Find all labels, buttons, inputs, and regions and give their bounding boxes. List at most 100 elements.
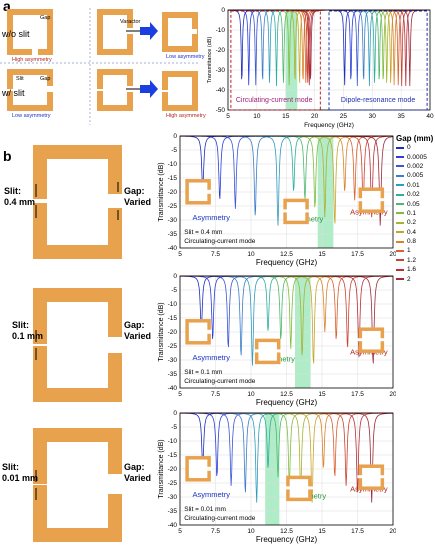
y-tick-label: -10 [168,161,178,168]
ring-icon-right-gap2 [378,198,386,202]
legend-entry: 2 [396,274,435,283]
legend-swatch [396,156,404,159]
x-tick-label: 5 [178,251,182,258]
note-mode: Circulating-current mode [184,238,256,245]
x-tick-label: 40 [426,113,434,120]
x-tick-label: 20 [389,251,396,258]
ring-icon-left-gap [205,466,213,471]
plot-frame [179,412,394,526]
x-tick-label: 15 [318,391,326,398]
y-tick-label: -50 [216,107,226,114]
x-tick-label: 35 [398,113,406,120]
y-tick-label: -15 [168,452,178,459]
ring-icon-left-gap [205,189,213,194]
legend-swatch [396,174,404,177]
legend-swatch [396,259,404,262]
legend-swatch [396,231,404,234]
y-tick-label: -15 [168,175,178,182]
y-axis-label: Transmittance (dB) [207,37,213,84]
legend-label: 0.02 [407,191,420,199]
caption-high-asymmetry: High asymmetry [12,57,52,63]
y-tick-label: -5 [171,287,177,294]
x-tick-label: 10 [247,391,255,398]
legend-entry: 0.4 [396,228,435,237]
panel-a-letter: a [3,0,11,14]
y-tick-label: -40 [168,385,178,392]
y-tick-label: -30 [168,357,178,364]
x-tick-label: 12.5 [280,391,293,398]
legend-entry: 1.6 [396,265,435,274]
y-tick-label: -20 [168,189,178,196]
y-tick-label: -40 [168,245,178,252]
plot-frame [179,135,394,249]
legend-entry: 0.002 [396,162,435,171]
ring-icon-mid-gap [284,486,292,490]
annotation-circulating: Circulating-current mode [236,97,313,104]
legend-label: 1.2 [407,256,417,264]
ring-icon-right-gap2 [378,338,386,342]
row-label-with-slit: w/ slit [2,88,25,98]
gap-value-b3: Varied [124,473,152,483]
legend-title: Gap (mm) [396,134,434,143]
row-label-without-slit: w/o slit [2,29,30,39]
y-tick-label: -10 [216,27,226,34]
y-tick-label: -35 [168,508,178,515]
y-axis-label: Transmittance (dB) [158,439,165,498]
y-tick-label: -20 [168,329,178,336]
slit-value-3: 0.01 mm [2,473,39,483]
ring-icon-right-gap [357,198,365,202]
legend-swatch [396,278,404,281]
x-tick-label: 5 [178,528,182,535]
ring-icon-right-gap [357,475,365,479]
ring-top-mid [97,9,140,55]
legend-label: 1 [407,247,411,255]
x-tick-label: 7.5 [211,251,220,258]
gap-value-b2: Varied [124,331,152,341]
y-tick-label: -40 [216,87,226,94]
x-tick-label: 12.5 [280,528,293,535]
panel-b-structures [27,145,128,542]
panel-a-structures [0,8,200,125]
legend-swatch [396,193,404,196]
legend-label: 1.6 [407,266,417,274]
arrow-icon [140,80,158,98]
x-tick-label: 10 [247,251,255,258]
legend-entry: 0.02 [396,190,435,199]
legend-label: 0.0005 [407,153,427,161]
y-tick-label: -30 [168,494,178,501]
ring-icon-mid-gap2 [274,349,282,353]
x-tick-label: 17.5 [351,528,364,535]
y-axis-label: Transmittance (dB) [158,302,165,361]
legend-label: 0.8 [407,238,417,246]
y-tick-label: 0 [173,410,177,417]
gap-label-b3: Gap: [124,462,145,472]
y-tick-label: -5 [171,424,177,431]
x-tick-label: 10 [253,113,261,120]
x-tick-label: 12.5 [280,251,293,258]
structure-slit-04 [27,145,128,259]
legend-swatch [396,249,404,252]
panel-b-letter: b [3,148,12,164]
ring-icon-left-gap [205,329,213,334]
legend-entry: 0.0005 [396,152,435,161]
x-tick-label: 30 [369,113,377,120]
x-tick-label: 5 [226,113,230,120]
x-tick-label: 7.5 [211,528,220,535]
legend-label: 2 [407,275,411,283]
legend-swatch [396,184,404,187]
annotation-asymmetry-left: Asymmetry [192,213,230,222]
x-axis-label: Frequency (GHz) [256,258,318,267]
legend-label: 0.01 [407,181,420,189]
ring-bot-right [160,71,198,111]
legend-entry: 1.2 [396,256,435,265]
gap-label-b2: Gap: [124,320,145,330]
y-tick-label: -40 [168,522,178,529]
y-tick-label: -5 [171,147,177,154]
legend-label: 0 [407,144,411,152]
x-axis-label: Frequency (GHz) [256,535,318,544]
caption-low-asymmetry: Low asymmetry [166,54,205,60]
legend-entry: 0 [396,143,435,152]
x-tick-label: 15 [282,113,290,120]
